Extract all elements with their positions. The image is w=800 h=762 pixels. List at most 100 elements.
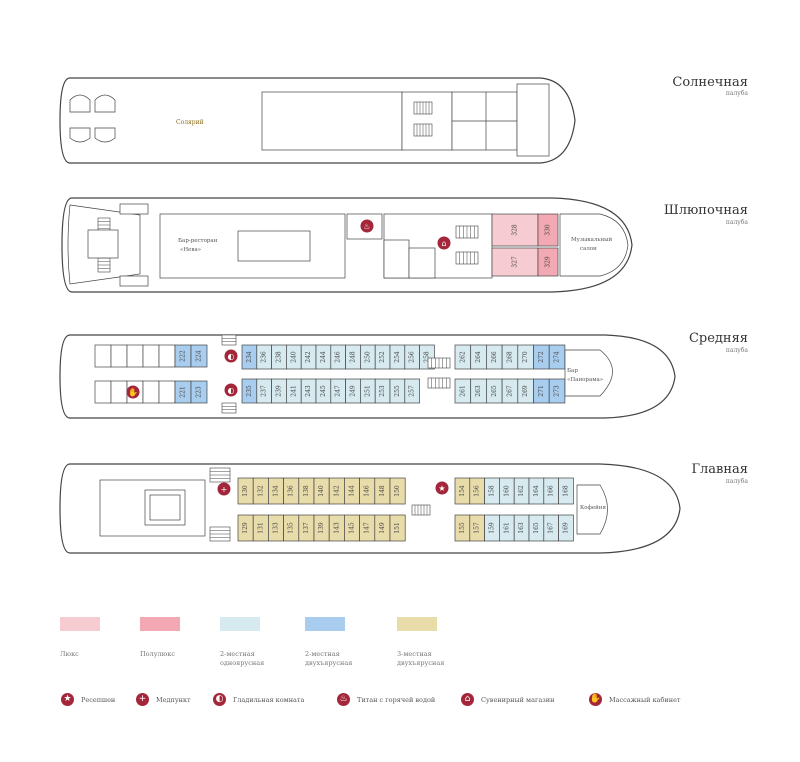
cabin-163-number: 163 <box>518 522 525 534</box>
gift-icon-glyph: ⌂ <box>441 239 446 248</box>
cabin-258-number: 258 <box>424 351 431 363</box>
sun-deck-room <box>401 91 453 151</box>
iron-icon: ◐ <box>213 693 226 706</box>
cabin-267-number: 267 <box>506 385 513 397</box>
cabin-221-number: 221 <box>180 386 187 397</box>
cabin-254-number: 254 <box>394 351 401 363</box>
deck-name-sun: Солнечная <box>672 75 748 90</box>
cabin-223 <box>190 380 208 404</box>
middle-deck-crew-room <box>110 380 128 404</box>
cabin-247-number: 247 <box>335 385 342 397</box>
cabin-251-number: 251 <box>364 385 371 396</box>
legend-label: 2-местная одноярусная <box>220 650 265 667</box>
cabin-253-number: 253 <box>379 385 386 397</box>
sun-deck-aft-seat <box>94 127 116 143</box>
deck-sub-middle: палуба <box>725 347 748 354</box>
music-salon <box>559 213 629 277</box>
cabin-250-number: 250 <box>364 351 371 363</box>
icon-label: Массажный кабинет <box>609 696 681 704</box>
cabin-131-number: 131 <box>257 522 264 533</box>
cabin-257-number: 257 <box>409 385 416 397</box>
music-salon-label: Музыкальный <box>571 237 612 243</box>
cabin-167-number: 167 <box>548 522 555 534</box>
sun-deck-aft-seat <box>69 94 91 113</box>
panorama-bar-label: «Панорама» <box>567 377 603 383</box>
cabin-224-number: 224 <box>196 350 203 362</box>
cabin-165-number: 165 <box>533 522 540 534</box>
legend-swatch <box>140 617 180 631</box>
deck-sub-sun: палуба <box>725 90 748 97</box>
cabin-169-number: 169 <box>563 522 570 534</box>
middle-deck-crew-room <box>126 344 144 368</box>
cabin-146-number: 146 <box>364 485 371 497</box>
icon-label: Гладильная комната <box>233 696 305 704</box>
cabin-266-number: 266 <box>491 351 498 363</box>
cabin-138-number: 138 <box>303 485 310 497</box>
cabin-147-number: 147 <box>364 522 371 534</box>
legend-swatch <box>220 617 260 631</box>
cabin-240-number: 240 <box>290 351 297 363</box>
cafe <box>576 484 608 535</box>
massage-icon <box>126 385 140 399</box>
cabin-235-number: 235 <box>246 385 253 397</box>
cabin-151 <box>389 514 406 542</box>
iron-icon <box>224 383 238 397</box>
panorama-bar-label: Бар <box>567 368 578 374</box>
cabin-148-number: 148 <box>379 485 386 497</box>
cabin-135-number: 135 <box>288 522 295 534</box>
cabin-223-number: 223 <box>196 386 203 398</box>
icon-label: Медпункт <box>156 696 191 704</box>
middle-deck-stairs <box>221 402 237 414</box>
cabin-329-number: 329 <box>545 256 552 268</box>
cabin-238-number: 238 <box>276 351 283 363</box>
cabin-149-number: 149 <box>379 522 386 534</box>
middle-deck-crew-room <box>158 344 176 368</box>
panorama-bar <box>564 349 613 397</box>
massage-icon: ✋ <box>589 693 602 706</box>
restaurant-bar-counter <box>237 230 311 262</box>
cabin-239-number: 239 <box>276 385 283 397</box>
cabin-134-number: 134 <box>273 485 280 497</box>
middle-deck-crew-room <box>142 380 160 404</box>
star-icon <box>435 481 449 495</box>
cabin-234-number: 234 <box>246 351 253 363</box>
cabin-144-number: 144 <box>349 485 356 497</box>
cabin-243-number: 243 <box>305 385 312 397</box>
restaurant-label: «Нева» <box>180 247 201 253</box>
cabin-130-number: 130 <box>242 485 249 497</box>
cabin-143-number: 143 <box>333 522 340 534</box>
cross-icon <box>217 482 231 496</box>
cabin-249-number: 249 <box>350 385 357 397</box>
middle-deck-stairs <box>221 334 237 346</box>
cabin-156-number: 156 <box>474 485 481 497</box>
cabin-274-number: 274 <box>554 351 561 363</box>
cabin-161-number: 161 <box>503 522 510 533</box>
cabin-241-number: 241 <box>290 385 297 396</box>
cabin-329 <box>537 247 559 277</box>
cabin-270-number: 270 <box>522 351 529 363</box>
deck-name-main: Главная <box>691 462 748 477</box>
icon-label: Сувенирный магазин <box>481 696 555 704</box>
middle-deck-crew-room <box>94 344 112 368</box>
cabin-157-number: 157 <box>474 522 481 534</box>
legend-swatch <box>60 617 100 631</box>
lifeboat <box>119 203 149 215</box>
cabin-140-number: 140 <box>318 485 325 497</box>
cabin-168 <box>558 477 574 505</box>
cabin-328-number: 328 <box>512 224 519 236</box>
cabin-166-number: 166 <box>548 485 555 497</box>
legend-label: Люкс <box>60 650 79 658</box>
cabin-263-number: 263 <box>475 385 482 397</box>
solarium-label: Солярий <box>176 119 204 126</box>
music-salon-label: салон <box>580 246 597 252</box>
legend-swatch <box>397 617 437 631</box>
cabin-224 <box>190 344 208 368</box>
cabin-268-number: 268 <box>506 351 513 363</box>
cross-icon-glyph: + <box>221 485 228 494</box>
cabin-155-number: 155 <box>459 522 466 534</box>
gift-icon <box>437 236 451 250</box>
boat-deck-room <box>408 247 436 279</box>
star-icon: ★ <box>61 693 74 706</box>
cabin-264-number: 264 <box>475 351 482 363</box>
